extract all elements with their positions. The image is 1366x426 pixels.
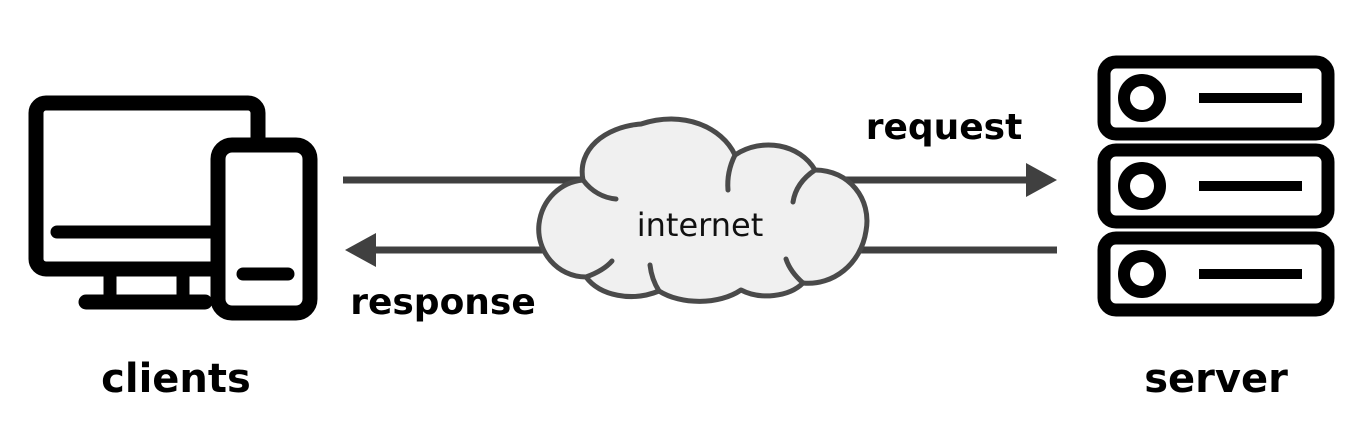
- cloud-scallop-bottom-right-icon: [783, 256, 806, 286]
- clients-label: clients: [101, 356, 251, 402]
- cloud-icon: [536, 116, 870, 304]
- response-label: response: [350, 282, 536, 323]
- request-arrowhead-icon: [1026, 163, 1057, 197]
- server-unit: [1097, 143, 1335, 229]
- server-status-led-icon: [1118, 162, 1166, 210]
- server-status-led-icon: [1118, 250, 1166, 298]
- server-unit: [1097, 55, 1335, 141]
- monitor-screen-icon: [46, 113, 248, 259]
- internet-label: internet: [637, 206, 764, 244]
- server-label: server: [1144, 356, 1288, 402]
- internet-node[interactable]: internet: [536, 116, 870, 304]
- clients-node[interactable]: clients: [28, 95, 318, 402]
- cloud-scallop-top-icon: [725, 152, 738, 193]
- phone-screen-icon: [230, 157, 298, 301]
- server-unit: [1097, 231, 1335, 317]
- request-label: request: [866, 107, 1023, 148]
- server-node[interactable]: server: [1097, 55, 1335, 402]
- cloud-scallop-bottom-mid-icon: [647, 262, 662, 294]
- cloud-scallop-right-icon: [790, 167, 818, 205]
- server-status-led-icon: [1118, 74, 1166, 122]
- response-arrowhead-icon: [345, 233, 376, 267]
- cloud-scallop-left-icon: [580, 177, 619, 202]
- cloud-scallop-bottom-left-icon: [583, 258, 615, 280]
